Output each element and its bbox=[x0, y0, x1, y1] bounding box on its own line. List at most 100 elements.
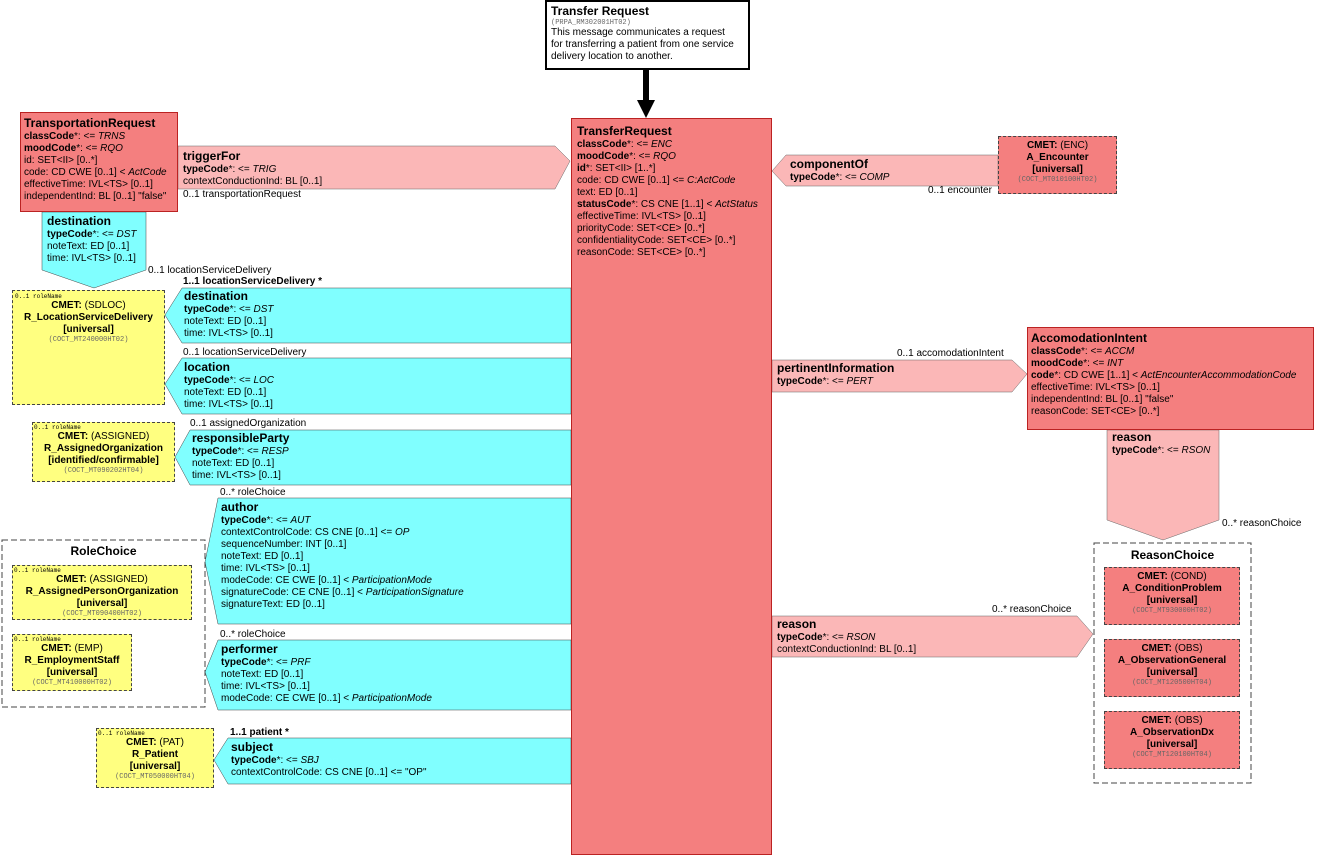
subject-op: *: <= bbox=[276, 755, 301, 766]
author-row-5: signatureCode: CE CNE [0..1] < Participa… bbox=[221, 587, 464, 599]
transport-attr-0-part-0: classCode bbox=[24, 131, 75, 142]
transfer-attr-2-part-0: id bbox=[577, 163, 586, 174]
assigned-org-name: R_AssignedOrganization bbox=[44, 443, 163, 454]
author-row-5-text: signatureCode: CE CNE [0..1] < bbox=[221, 587, 366, 598]
resp-value: RESP bbox=[261, 446, 289, 457]
reason-value: RSON bbox=[846, 632, 876, 643]
encounter-name: A_Encounter bbox=[1026, 152, 1089, 163]
transfer-attr-7: priorityCode: SET<CE> [0..*] bbox=[577, 223, 766, 235]
location-row-1: time: IVL<TS> [0..1] bbox=[184, 399, 273, 410]
transportation-request-class: TransportationRequest classCode*: <= TRN… bbox=[20, 112, 178, 212]
subject-label: subject typeCode*: <= SBJ contextControl… bbox=[231, 740, 427, 779]
reason-title: reason bbox=[777, 617, 817, 631]
accomodation-attr-1-part-0: moodCode bbox=[1031, 358, 1084, 369]
destination-value: DST bbox=[253, 304, 274, 315]
patient-name: R_Patient bbox=[131, 749, 179, 760]
author-row-6-text: signatureText: ED [0..1] bbox=[221, 599, 325, 610]
pertinent-shape bbox=[771, 359, 1028, 393]
reasonchoice-title: ReasonChoice bbox=[1130, 548, 1215, 562]
transfer-attr-6-part-1: effectiveTime: IVL<TS> [0..1] bbox=[577, 211, 706, 222]
apo-name: R_AssignedPersonOrganization bbox=[25, 586, 179, 597]
author-row-6: signatureText: ED [0..1] bbox=[221, 599, 464, 611]
author-label: author typeCode*: <= AUT contextControlC… bbox=[221, 500, 464, 611]
reason-item-0: CMET: (COND) A_ConditionProblem [univers… bbox=[1104, 567, 1240, 625]
reason-item-1-code: (OBS) bbox=[1174, 643, 1203, 654]
transfer-attr-9: reasonCode: SET<CE> [0..*] bbox=[577, 247, 766, 259]
triggerfor-typecode-value: TRIG bbox=[252, 164, 277, 175]
location-row-0: noteText: ED [0..1] bbox=[184, 387, 267, 398]
performer-row-1: time: IVL<TS> [0..1] bbox=[221, 681, 432, 693]
sdloc-code: (SDLOC) bbox=[84, 300, 126, 311]
patient-cmet-label: CMET: bbox=[126, 737, 157, 748]
entry-arrow-shaft bbox=[643, 70, 649, 102]
transfer-title: TransferRequest bbox=[577, 124, 672, 138]
transfer-attr-1-part-2: RQO bbox=[653, 151, 676, 162]
reason-item-2-id: (COCT_MT120100HT04) bbox=[1132, 751, 1212, 759]
patient-id: (COCT_MT050000HT04) bbox=[115, 773, 195, 781]
pertinent-value: PERT bbox=[846, 376, 873, 387]
reason-item-2: CMET: (OBS) A_ObservationDx [universal] … bbox=[1104, 711, 1240, 769]
assigned-org-cmet: 0..1 roleName CMET: (ASSIGNED) R_Assigne… bbox=[32, 422, 175, 482]
transport-attr-5-part-1: independentInd: BL [0..1] "false" bbox=[24, 191, 167, 202]
acc-reason-typecode: typeCode bbox=[1112, 445, 1158, 456]
performer-row-1-text: time: IVL<TS> [0..1] bbox=[221, 681, 310, 692]
reason-extra: contextConductionInd: BL [0..1] bbox=[777, 644, 917, 655]
dest-small-label: destination typeCode*: <= DST noteText: … bbox=[47, 214, 136, 265]
sdloc-cmet: 0..1 roleName CMET: (SDLOC) R_LocationSe… bbox=[12, 290, 165, 405]
accomodation-attr-2-part-0: code bbox=[1031, 370, 1055, 381]
author-typecode: typeCode bbox=[221, 515, 267, 526]
componentof-value: COMP bbox=[859, 172, 890, 183]
apo-role: 0..1 roleName bbox=[14, 567, 61, 574]
assigned-org-id: (COCT_MT090202HT04) bbox=[63, 467, 144, 475]
resp-row-1: time: IVL<TS> [0..1] bbox=[192, 470, 281, 481]
acc-reason-title: reason bbox=[1112, 430, 1152, 444]
transfer-attr-3: code: CD CWE [0..1] <= C:ActCode bbox=[577, 175, 766, 187]
performer-value: PRF bbox=[290, 657, 311, 668]
author-row-4-text: modeCode: CE CWE [0..1] < bbox=[221, 575, 352, 586]
header-title: Transfer Request bbox=[551, 4, 650, 18]
reason-item-2-name: A_ObservationDx bbox=[1130, 727, 1214, 738]
header-box: Transfer Request (PRPA_RM302001HT02) Thi… bbox=[545, 0, 750, 70]
dest-small-row-1: time: IVL<TS> [0..1] bbox=[47, 253, 136, 264]
transport-attr-5: independentInd: BL [0..1] "false" bbox=[24, 191, 174, 203]
reason-shape bbox=[771, 615, 1094, 658]
subject-extra: contextControlCode: CS CNE [0..1] <= "OP… bbox=[231, 767, 427, 778]
author-row-1: sequenceNumber: INT [0..1] bbox=[221, 539, 464, 551]
location-op: *: <= bbox=[229, 375, 254, 386]
transfer-attr-9-part-1: reasonCode: SET<CE> [0..*] bbox=[577, 247, 706, 258]
transfer-attr-3-part-2: C:ActCode bbox=[687, 175, 736, 186]
accomodation-attr-4-part-1: independentInd: BL [0..1] "false" bbox=[1031, 394, 1174, 405]
transfer-attr-4-part-1: text: ED [0..1] bbox=[577, 187, 638, 198]
destination-row-0: noteText: ED [0..1] bbox=[184, 316, 267, 327]
emp-role: 0..1 roleName bbox=[14, 636, 61, 643]
reason-item-1-id: (COCT_MT120500HT04) bbox=[1132, 679, 1212, 687]
accomodation-attr-0-part-0: classCode bbox=[1031, 346, 1082, 357]
accomodation-attr-0-part-1: *: <= bbox=[1081, 346, 1105, 357]
resp-typecode: typeCode bbox=[192, 446, 238, 457]
performer-typecode: typeCode bbox=[221, 657, 267, 668]
transport-attr-0-part-1: *: <= bbox=[74, 131, 98, 142]
rolechoice-title: RoleChoice bbox=[70, 544, 137, 558]
transfer-attr-8: confidentialityCode: SET<CE> [0..*] bbox=[577, 235, 766, 247]
author-op: *: <= bbox=[266, 515, 291, 526]
accomodation-attr-0: classCode*: <= ACCM bbox=[1031, 346, 1310, 358]
pertinent-title: pertinentInformation bbox=[777, 361, 895, 375]
assigned-org-cmet-label: CMET: bbox=[57, 431, 89, 442]
location-card: 0..1 locationServiceDelivery bbox=[183, 347, 307, 358]
author-row-4: modeCode: CE CWE [0..1] < ParticipationM… bbox=[221, 575, 464, 587]
transfer-attr-1: moodCode*: <= RQO bbox=[577, 151, 766, 163]
accomodation-attr-5: reasonCode: SET<CE> [0..*] bbox=[1031, 406, 1310, 418]
componentof-card: 0..1 encounter bbox=[928, 185, 992, 196]
destination-label: destination typeCode*: <= DST noteText: … bbox=[184, 289, 273, 340]
reason-item-1: CMET: (OBS) A_ObservationGeneral [univer… bbox=[1104, 639, 1240, 697]
performer-label: performer typeCode*: <= PRF noteText: ED… bbox=[221, 642, 432, 705]
encounter-flavor: [universal] bbox=[1032, 164, 1083, 175]
transfer-attr-5: statusCode*: CS CNE [1..1] < ActStatus bbox=[577, 199, 766, 211]
performer-op: *: <= bbox=[266, 657, 291, 668]
location-label: location typeCode*: <= LOC noteText: ED … bbox=[184, 360, 274, 411]
dest-small-shape bbox=[41, 211, 147, 289]
